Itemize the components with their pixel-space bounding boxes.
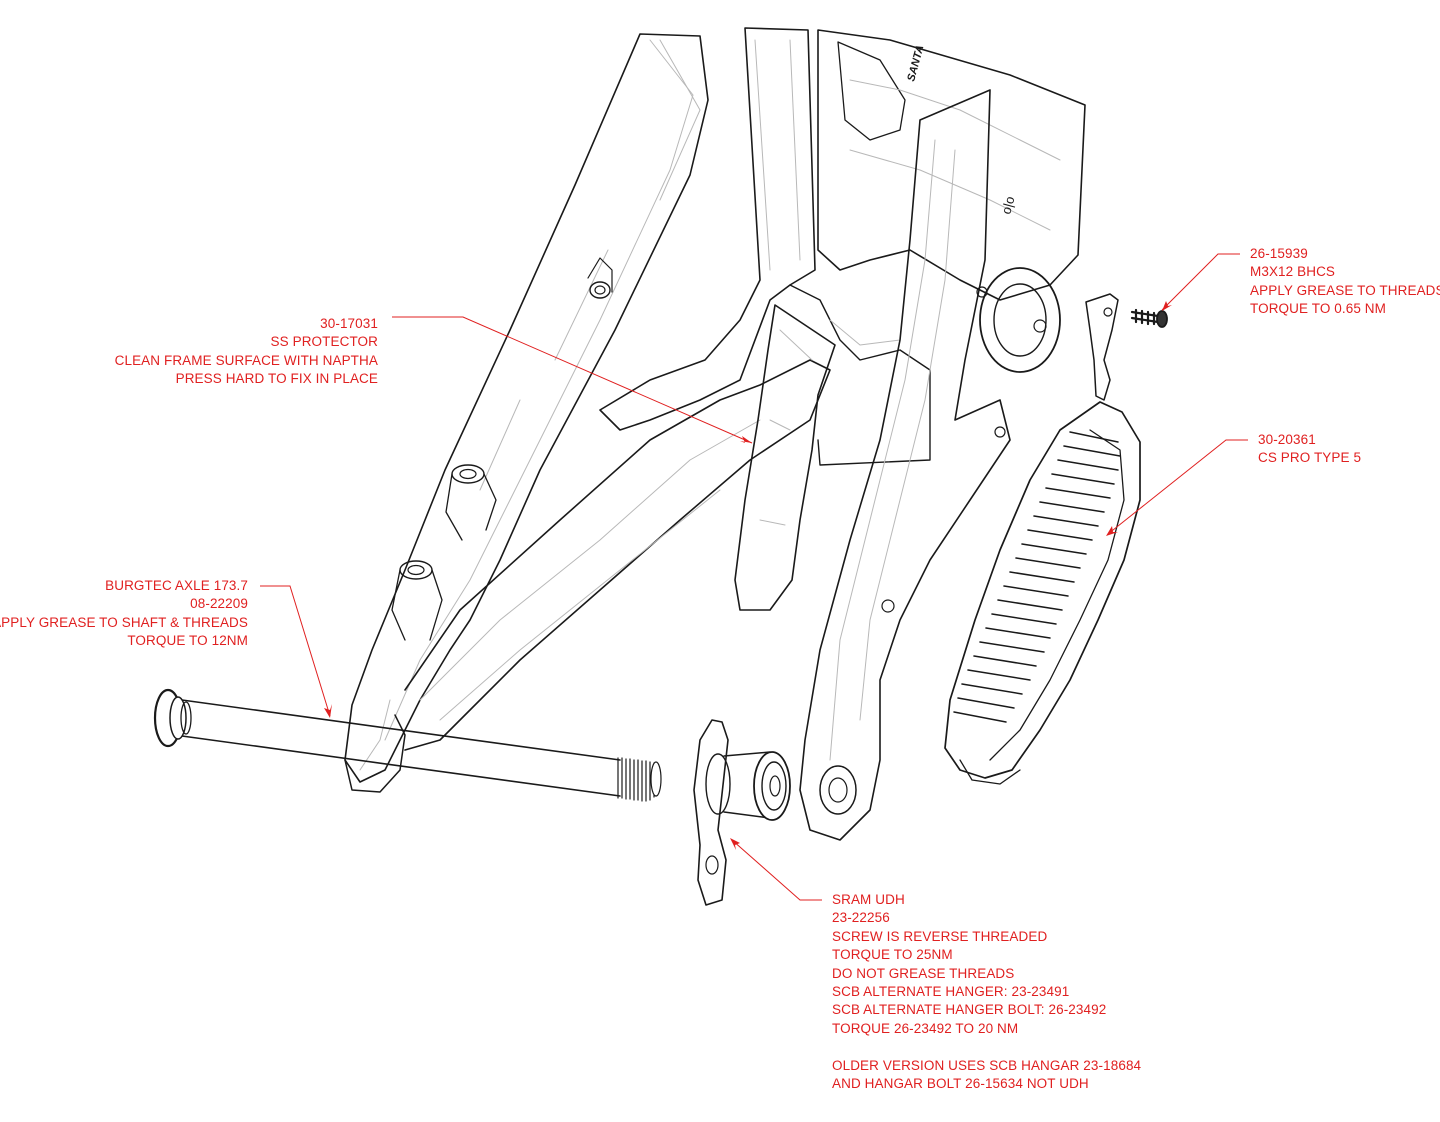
callout-line: M3X12 BHCS [1250,264,1336,280]
brand-mark: SANTA [905,44,926,83]
cs-pro-leader [1106,439,1248,536]
callout-line: AND HANGAR BOLT 26-15634 NOT UDH [832,1076,1089,1092]
cs-pro-guard-part [944,401,1141,785]
callout-line: TORQUE TO 0.65 NM [1250,301,1386,317]
udh-hanger-part [693,719,791,906]
callout-line: 23-22256 [832,910,890,926]
callout-line: TORQUE 26-23492 TO 20 NM [832,1020,1019,1036]
callout-line: SCREW IS REVERSE THREADED [832,928,1048,944]
callout-blank-line [832,1038,1141,1056]
callout-line: CS PRO TYPE 5 [1258,450,1362,466]
callout-line: CLEAN FRAME SURFACE WITH NAPTHA [114,352,378,368]
callout-line: SS PROTECTOR [270,334,378,350]
callout-line: SCB ALTERNATE HANGER BOLT: 26-23492 [832,1002,1107,1018]
bolt-callout: 26-15939 M3X12 BHCS APPLY GREASE TO THRE… [1250,245,1440,319]
callout-line: 30-17031 [320,316,378,331]
axle-callout: BURGTEC AXLE 173.7 08-22209 APPLY GREASE… [0,577,248,651]
callout-line: TORQUE TO 25NM [832,947,953,963]
callout-line: APPLY GREASE TO THREADS [1250,282,1440,298]
udh-callout: SRAM UDH 23-22256 SCREW IS REVERSE THREA… [832,891,1141,1093]
guard-clip-part [1085,293,1119,401]
axle-leader [260,585,332,718]
guard-ribs [953,431,1121,723]
udh-leader [730,838,822,901]
callout-line: 08-22209 [190,596,248,612]
callout-line: 30-20361 [1258,432,1316,447]
bolt-leader [1161,253,1240,311]
left-seat-stay [344,33,709,783]
callout-line: SRAM UDH [832,892,905,907]
left-chain-stay [344,359,831,793]
right-chain-stay [799,89,1011,841]
bolt-part [1130,308,1168,328]
callout-line: 26-15939 [1250,246,1308,261]
svg-text:o|o: o|o [998,195,1017,216]
callout-line: APPLY GREASE TO SHAFT & THREADS [0,614,248,630]
callout-line: SCB ALTERNATE HANGER: 23-23491 [832,984,1070,1000]
callout-line: OLDER VERSION USES SCB HANGAR 23-18684 [832,1057,1142,1073]
cs-pro-callout: 30-20361 CS PRO TYPE 5 [1258,431,1361,468]
ss-protector-callout: 30-17031 SS PROTECTOR CLEAN FRAME SURFAC… [115,315,378,389]
ss-protector-part [734,304,836,611]
ss-protector-leader [392,316,753,444]
callout-line: BURGTEC AXLE 173.7 [105,578,248,593]
axle-part [153,688,662,802]
callout-line: PRESS HARD TO FIX IN PLACE [175,371,378,387]
yoke: o|o [599,27,1086,466]
callout-line: DO NOT GREASE THREADS [832,965,1015,981]
callout-line: TORQUE TO 12NM [127,633,248,649]
